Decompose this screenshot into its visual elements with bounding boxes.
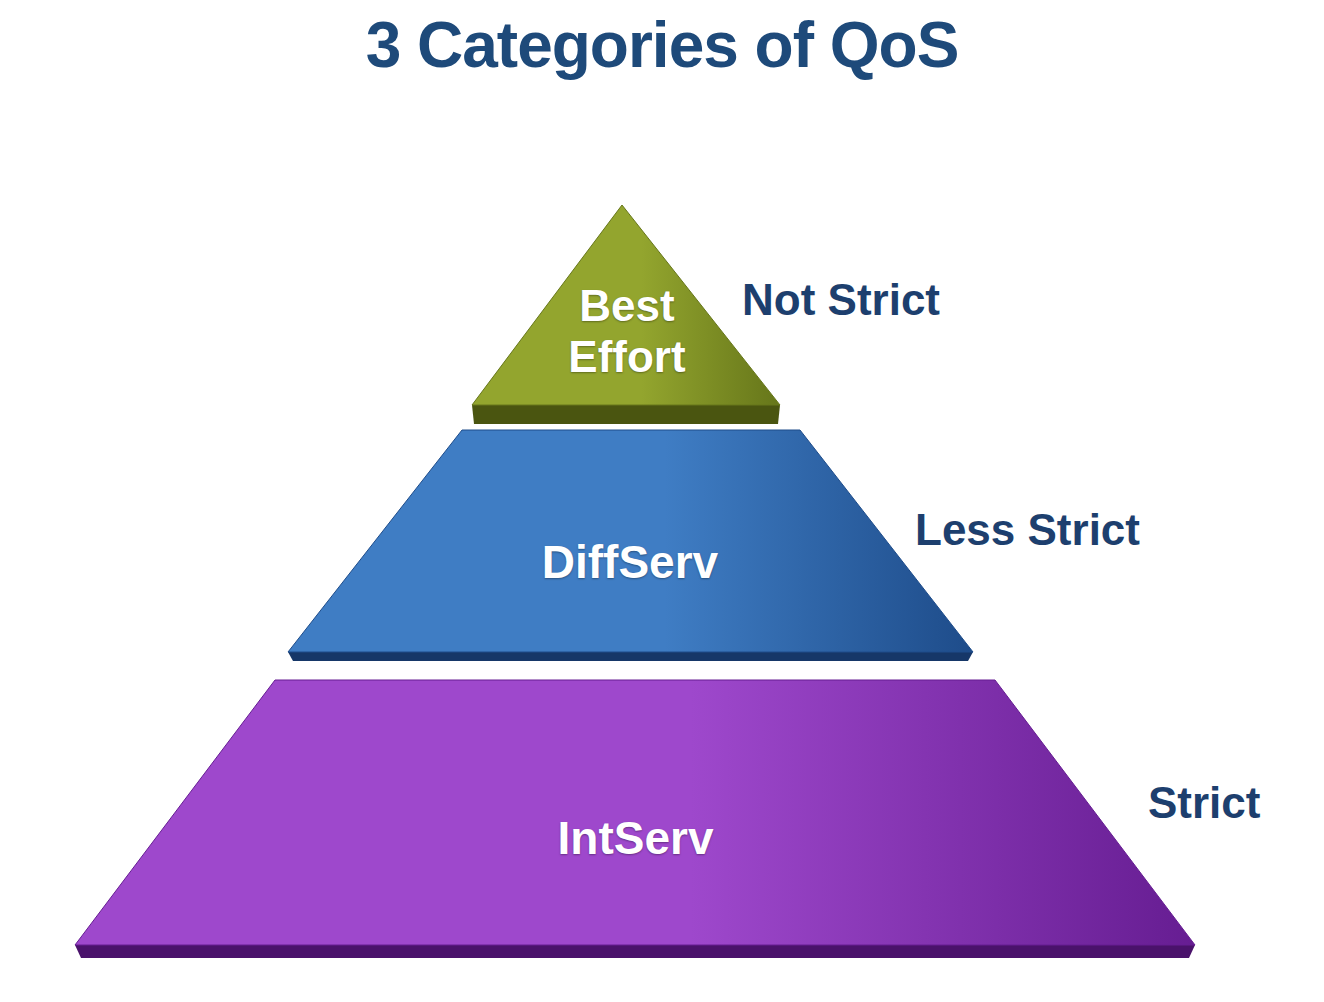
layer-label: IntServ (558, 812, 714, 865)
strictness-label: Less Strict (915, 505, 1140, 555)
layer-label: Best Effort (547, 281, 707, 382)
layer-rim (472, 405, 780, 424)
layer-label: DiffServ (542, 536, 718, 589)
layer-face (472, 205, 780, 405)
layer-rim (288, 652, 973, 661)
strictness-label: Strict (1148, 778, 1260, 828)
layer-face (75, 680, 1195, 945)
intserv-band: IntServ (68, 675, 1203, 965)
title: 3 Categories of QoS (0, 8, 1324, 82)
strictness-label: Not Strict (742, 275, 940, 325)
layer-face (288, 430, 973, 652)
layer-rim (75, 945, 1195, 958)
diffserv-band: DiffServ (280, 425, 980, 665)
